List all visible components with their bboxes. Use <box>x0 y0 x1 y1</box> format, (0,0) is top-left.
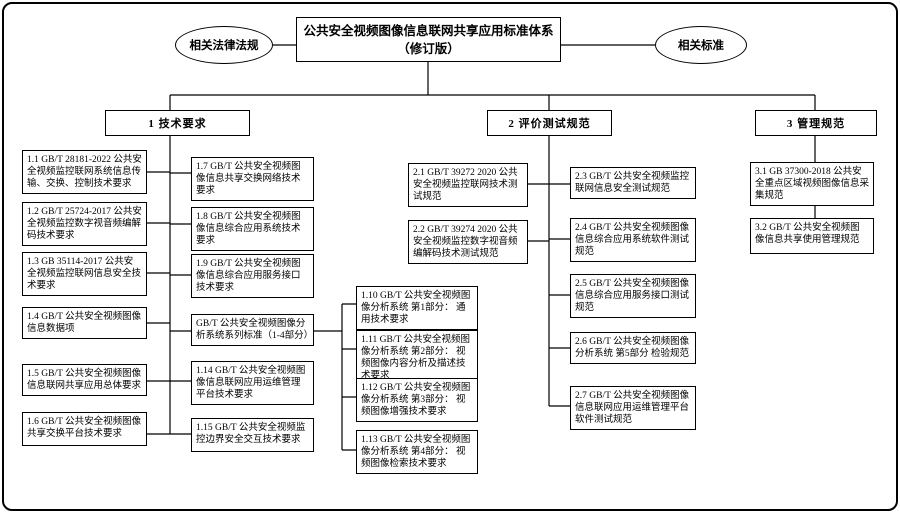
node-1-3: 1.3 GB 35114-2017 公共安全视频监控联网信息安全技术要求 <box>22 252 147 296</box>
node-1-13: 1.13 GB/T 公共安全视频图像分析系统 第4部分： 视频图像检索技术要求 <box>356 430 478 474</box>
node-1-14: 1.14 GB/T 公共安全视频图像信息联网应用运维管理平台技术要求 <box>191 361 314 405</box>
branch-management-specs: 3 管理规范 <box>755 110 877 136</box>
node-1-series: GB/T 公共安全视频图像分析系统系列标准（1-4部分） <box>191 314 314 346</box>
related-laws-ellipse: 相关法律法规 <box>175 26 273 64</box>
node-1-15: 1.15 GB/T 公共安全视频监控边界安全交互技术要求 <box>191 418 314 452</box>
node-2-6: 2.6 GB/T 公共安全视频图像分析系统 第5部分 检验规范 <box>570 332 696 364</box>
branch-technical-requirements: 1 技术要求 <box>105 110 250 136</box>
node-1-8: 1.8 GB/T 公共安全视频图像信息综合应用系统技术要求 <box>191 207 314 251</box>
node-2-1: 2.1 GB/T 39272 2020 公共安全视频监控联网技术测试规范 <box>408 163 528 207</box>
node-1-11: 1.11 GB/T 公共安全视频图像分析系统 第2部分： 视频图像内容分析及描述… <box>356 330 478 386</box>
branch-evaluation-test-specs: 2 评价测试规范 <box>487 110 612 136</box>
node-2-2: 2.2 GB/T 39274 2020 公共安全视频监控数字视音频编解码技术测试… <box>408 220 528 264</box>
node-1-10: 1.10 GB/T 公共安全视频图像分析系统 第1部分： 通用技术要求 <box>356 286 478 330</box>
node-2-7: 2.7 GB/T 公共安全视频图像信息联网应用运维管理平台软件测试规范 <box>570 386 696 430</box>
diagram-title-line2: （修订版） <box>397 41 460 56</box>
node-3-1: 3.1 GB 37300-2018 公共安全重点区域视频图像信息采集规范 <box>750 162 874 206</box>
diagram-title-box: 公共安全视频图像信息联网共享应用标准体系 （修订版） <box>296 17 561 62</box>
node-1-12: 1.12 GB/T 公共安全视频图像分析系统 第3部分： 视频图像增强技术要求 <box>356 378 478 422</box>
node-1-2: 1.2 GB/T 25724-2017 公共安全视频监控数字视音频编解码技术要求 <box>22 202 147 246</box>
diagram-title-line1: 公共安全视频图像信息联网共享应用标准体系 <box>303 23 554 38</box>
node-2-4: 2.4 GB/T 公共安全视频图像信息综合应用系统软件测试规范 <box>570 218 696 262</box>
node-2-3: 2.3 GB/T 公共安全视频监控联网信息安全测试规范 <box>570 167 696 199</box>
node-1-1: 1.1 GB/T 28181-2022 公共安全视频监控联网系统信息传输、交换、… <box>22 150 147 194</box>
node-1-6: 1.6 GB/T 公共安全视频图像共享交换平台技术要求 <box>22 412 147 446</box>
related-laws-label: 相关法律法规 <box>189 40 259 52</box>
node-1-7: 1.7 GB/T 公共安全视频图像信息共享交换网络技术要求 <box>191 157 314 201</box>
node-1-5: 1.5 GB/T 公共安全视频图像信息联网共享应用总体要求 <box>22 364 147 396</box>
related-standards-ellipse: 相关标准 <box>655 26 747 64</box>
related-standards-label: 相关标准 <box>678 40 724 52</box>
node-2-5: 2.5 GB/T 公共安全视频图像信息综合应用服务接口测试规范 <box>570 274 696 318</box>
node-1-9: 1.9 GB/T 公共安全视频图像信息综合应用服务接口技术要求 <box>191 254 314 298</box>
node-1-4: 1.4 GB/T 公共安全视频图像信息数据项 <box>22 307 147 339</box>
node-3-2: 3.2 GB/T 公共安全视频图像信息共享使用管理规范 <box>750 218 874 254</box>
